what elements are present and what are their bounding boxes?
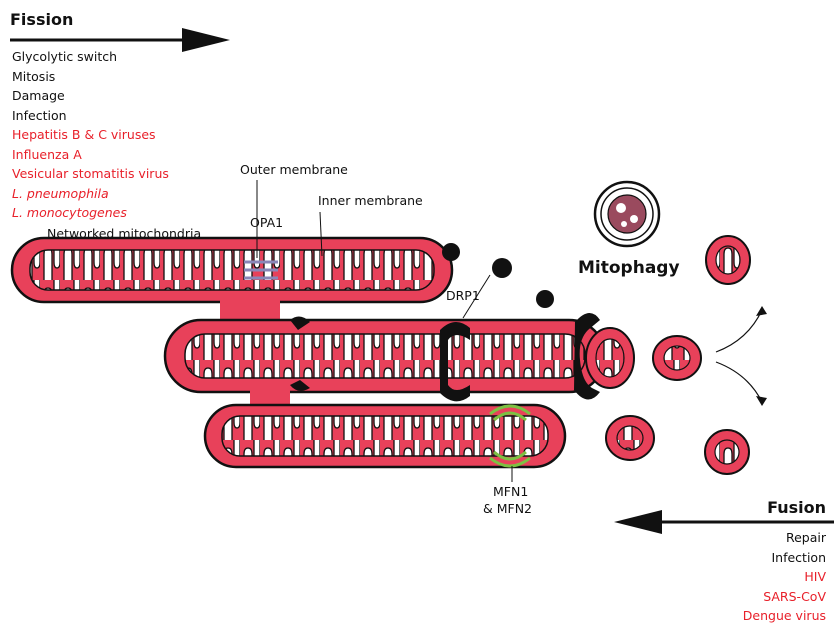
mitochondrion-single bbox=[706, 236, 750, 284]
fission-arrow bbox=[10, 28, 230, 52]
mitochondrion-single bbox=[705, 430, 749, 474]
mitochondrion-middle bbox=[165, 320, 605, 392]
mitophagy-autophagosome bbox=[595, 182, 659, 246]
mitochondrion-top bbox=[12, 238, 452, 302]
mitochondrion-single bbox=[653, 336, 701, 380]
fission-fragment bbox=[586, 328, 634, 388]
fusion-arrow bbox=[614, 510, 834, 534]
mitochondrion-single bbox=[606, 416, 654, 460]
fate-arrows bbox=[716, 310, 762, 402]
drp1-pointer bbox=[463, 275, 490, 318]
